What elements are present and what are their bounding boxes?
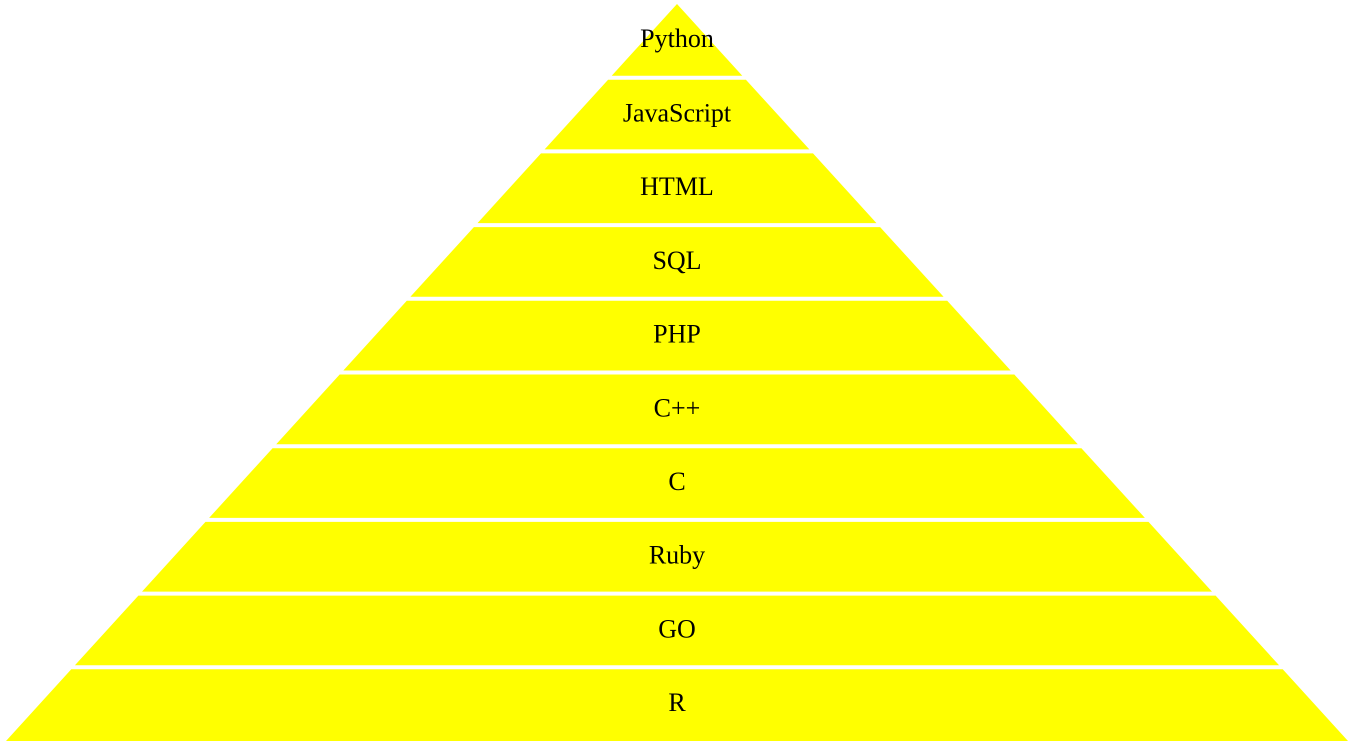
pyramid-tier-9 <box>74 595 1280 666</box>
pyramid-tier-8 <box>142 521 1212 592</box>
pyramid-tier-6 <box>276 374 1078 445</box>
pyramid-tier-label: GO <box>658 614 696 643</box>
pyramid-tier-7 <box>209 448 1145 518</box>
pyramid-tier-label: C++ <box>654 393 701 422</box>
pyramid-tier-1 <box>611 4 743 76</box>
pyramid-tier-3 <box>477 153 877 224</box>
pyramid-tier-10 <box>6 669 1348 741</box>
pyramid-tier-label: SQL <box>652 246 701 275</box>
pyramid-tier-label: R <box>668 688 686 717</box>
pyramid-tier-4 <box>410 227 944 297</box>
pyramid-tier-label: C <box>668 467 685 496</box>
pyramid-tier-label: Ruby <box>649 541 705 570</box>
pyramid-tier-label: HTML <box>640 172 714 201</box>
pyramid-tier-2 <box>544 79 810 150</box>
pyramid-tier-5 <box>343 300 1011 371</box>
pyramid-tier-label: Python <box>640 24 714 53</box>
pyramid-tier-label: JavaScript <box>623 99 732 128</box>
pyramid-tier-label: PHP <box>653 320 701 349</box>
